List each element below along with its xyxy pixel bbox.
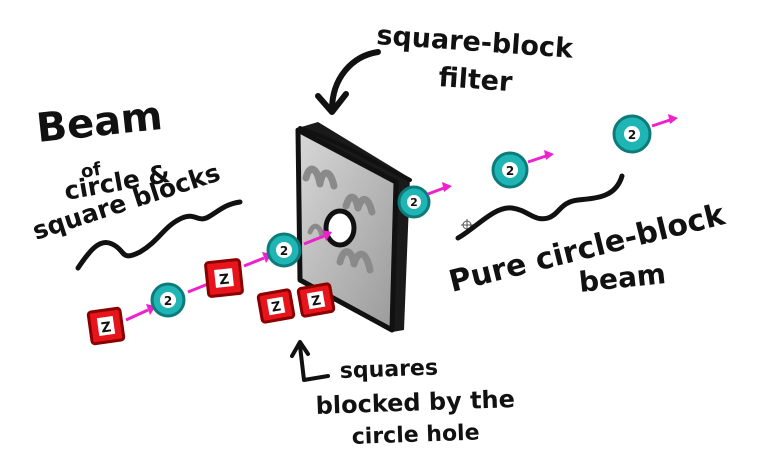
filter-line2-text: filter [438,62,514,98]
arrow-icon [427,182,452,196]
square-block-filter [295,122,412,333]
blocked-line2-text: blocked by the [315,385,515,420]
left-wave-line [75,199,243,271]
curved-arrow-down-icon [315,49,381,115]
circle-block: 2 [612,114,652,154]
crosshair-icon [461,219,473,231]
beam-label: Beam of circle & square blocks [29,93,224,246]
arrow-icon [527,150,554,164]
circle-block: 2 [150,282,186,318]
circle-block-glyph: 2 [506,164,514,178]
beam-of-text: of [79,159,103,183]
circle-block: 2 [397,185,431,219]
circle-block-glyph: 2 [280,244,288,258]
blocked-line3-text: circle hole [351,421,480,450]
filter-label: square-block filter [376,20,575,98]
square-block-glyph: Z [218,272,230,289]
beam-title-text: Beam [34,93,164,152]
wave-bracket-icon [455,173,625,241]
circle-block: 2 [266,232,302,268]
square-block: Z [204,258,244,298]
circle-block-glyph: 2 [628,128,636,142]
circle-block-glyph: 2 [164,294,172,308]
filter-line1-text: square-block [376,20,575,65]
up-arrow-icon [290,340,330,382]
arrow-icon [651,114,678,128]
arrow-icon [303,230,332,246]
pure-beam-label: Pure circle-block beam [445,197,729,300]
blocked-square-block: Z [256,288,296,324]
circle-block-glyph: 2 [410,196,418,209]
square-block-glyph: Z [270,299,282,315]
circle-block: 2 [491,151,529,189]
square-block: Z [86,306,126,346]
arrow-icon [125,304,156,322]
blocked-square-block: Z [296,282,336,318]
blocked-line1-text: squares [339,356,438,384]
blocked-label: squares blocked by the circle hole [315,356,515,450]
square-block-glyph: Z [100,319,112,336]
circle-hole [323,208,357,248]
square-block-glyph: Z [310,293,322,309]
